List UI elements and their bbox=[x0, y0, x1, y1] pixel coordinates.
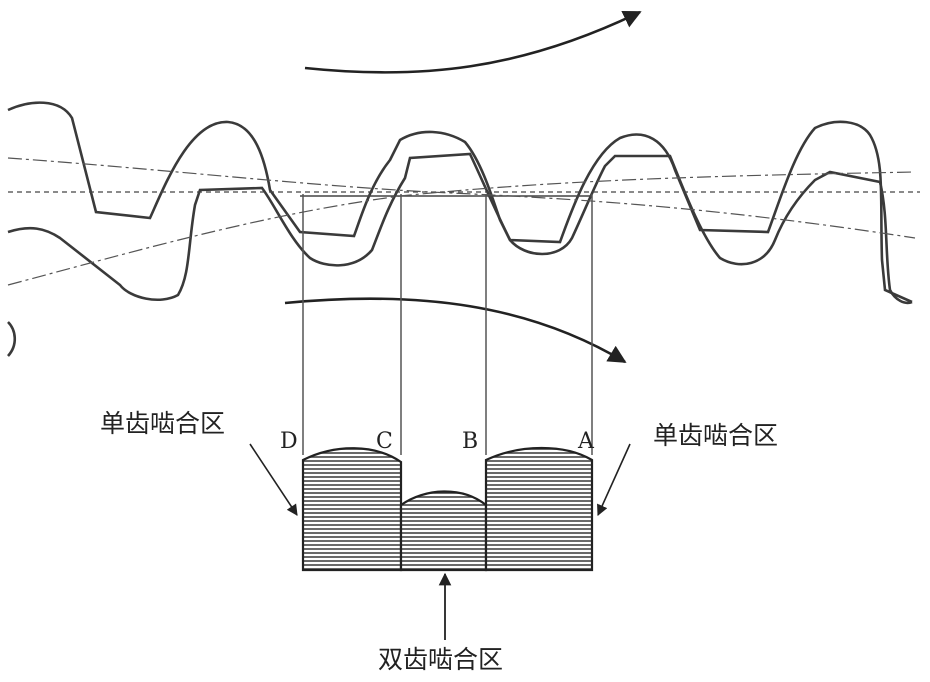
single-mesh-block-left bbox=[301, 447, 403, 572]
lower-rotation-arrow bbox=[284, 297, 627, 364]
point-a-label: A bbox=[577, 429, 595, 454]
point-d-label: D bbox=[280, 429, 298, 454]
single-mesh-label-left: 单齿啮合区 bbox=[100, 409, 225, 438]
point-b-label: B bbox=[462, 429, 478, 454]
upper-rotation-arrow bbox=[304, 10, 642, 74]
double-mesh-label: 双齿啮合区 bbox=[378, 645, 503, 674]
upper-gear-profile bbox=[7, 101, 913, 304]
single-mesh-label-right: 单齿啮合区 bbox=[653, 421, 778, 450]
double-mesh-block bbox=[399, 490, 488, 572]
lower-gear-profile bbox=[7, 152, 913, 305]
single-left-arrow bbox=[249, 443, 298, 516]
point-c-label: C bbox=[376, 429, 393, 454]
single-right-arrow bbox=[597, 443, 631, 517]
upper-dashdot-line bbox=[7, 157, 916, 239]
left-gear-fragment bbox=[6, 321, 17, 357]
single-mesh-block-right bbox=[484, 446, 594, 572]
